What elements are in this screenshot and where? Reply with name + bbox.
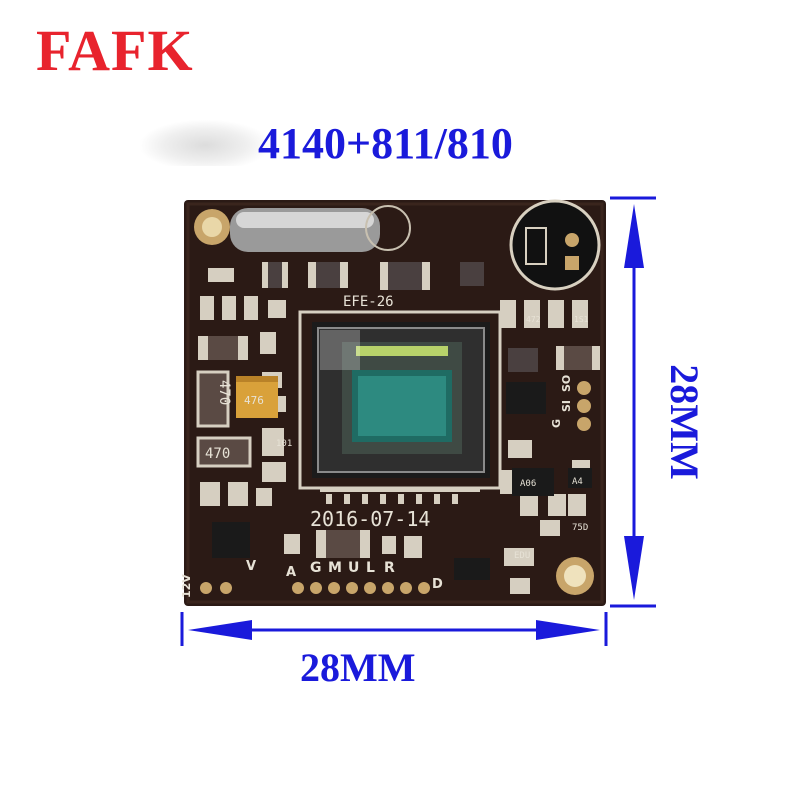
bottom-pin-holes: [200, 582, 430, 594]
blurred-text-region: [140, 120, 270, 166]
dimension-arrow-horizontal: [180, 612, 608, 646]
capacitor-470-horizontal: 470: [196, 436, 252, 468]
board-silkscreen-label: 470: [205, 446, 230, 462]
board-silkscreen-label: G: [310, 560, 322, 576]
board-silkscreen-label: EDU: [514, 551, 530, 561]
image-sensor: EFE-26: [298, 294, 502, 490]
board-silkscreen-label: 75D: [572, 523, 588, 533]
capacitor-470-vertical: 470: [196, 370, 232, 428]
board-silkscreen-label: L: [366, 560, 375, 576]
board-silkscreen-label: 1S1: [574, 315, 589, 324]
dimension-arrow-vertical: [610, 196, 656, 608]
board-silkscreen-label: M: [328, 560, 342, 576]
width-dimension-label: 28MM: [300, 645, 416, 690]
tantalum-capacitor-yellow: 476: [236, 376, 278, 418]
board-silkscreen-label: 472: [526, 315, 541, 324]
board-silkscreen-label: 470: [216, 380, 232, 405]
board-silkscreen-label: R: [384, 560, 395, 576]
board-silkscreen-label: SI: [560, 400, 573, 412]
brand-logo: FAFK: [36, 18, 194, 83]
board-silkscreen-label: A4: [572, 477, 583, 487]
date-marking: 2016-07-14: [310, 507, 430, 531]
board-silkscreen-label: D: [432, 577, 443, 592]
crystal-oscillator: [230, 205, 411, 252]
height-dimension-label: 28MM: [662, 364, 707, 480]
right-pin-header: G SI SO: [550, 375, 591, 431]
board-silkscreen-label: 12V: [180, 574, 193, 598]
board-silkscreen-label: SO: [560, 375, 573, 392]
sensor-pads: [320, 488, 480, 504]
board-silkscreen-label: 476: [244, 394, 264, 407]
ic-chips: [212, 382, 592, 580]
bottom-pin-labels: 12V V A G M U L R D: [180, 559, 443, 598]
smd-components: [198, 262, 600, 594]
board-silkscreen-label: 101: [276, 439, 292, 449]
board-silkscreen-label: G: [550, 419, 563, 428]
board-silkscreen-label: V: [246, 559, 256, 574]
board-silkscreen-label: A: [286, 565, 296, 580]
board-silkscreen-label: U: [348, 560, 359, 576]
board-silkscreen-label: EFE-26: [343, 294, 394, 310]
sensor-module-top-right: [509, 199, 601, 291]
model-title: 4140+811/810: [258, 119, 513, 168]
board-silkscreen-label: A06: [520, 479, 536, 489]
